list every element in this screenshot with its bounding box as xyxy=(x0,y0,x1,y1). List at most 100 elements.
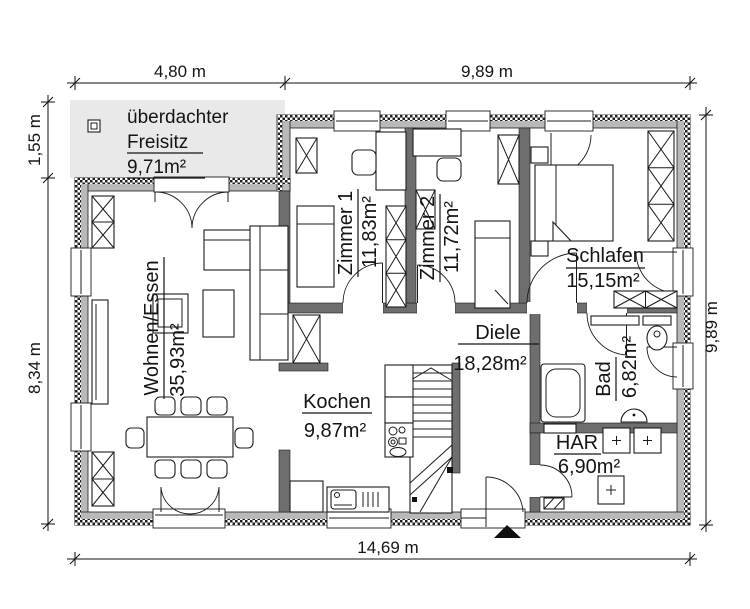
furniture-har xyxy=(543,423,662,510)
kochen-area: 9,87m² xyxy=(304,420,367,442)
chair-zimmer2 xyxy=(436,157,462,182)
sofa-short xyxy=(203,229,253,271)
door-zimmer1 xyxy=(342,262,383,314)
wardrobe-zimmer1-corner xyxy=(295,137,318,174)
furniture-zimmer1 xyxy=(295,131,407,308)
bad-name: Bad xyxy=(593,361,615,397)
doors-interior xyxy=(342,252,627,498)
tv-sideboard xyxy=(91,299,109,405)
dim-left: 1,55 m 8,34 m xyxy=(25,95,55,531)
wardrobe-zimmer2-small xyxy=(415,189,436,230)
freisitz-column xyxy=(87,119,101,133)
toilet-bowl xyxy=(646,325,668,351)
dim-top: 4,80 m 9,89 m xyxy=(67,62,697,90)
dim-left-upper-label: 1,55 m xyxy=(25,114,44,166)
door-entrance xyxy=(460,476,526,529)
furniture-wohnen xyxy=(91,195,289,507)
room-label-diele: Diele 18,28m² xyxy=(453,322,539,375)
zimmer1-name: Zimmer 1 xyxy=(335,191,357,275)
radiator xyxy=(590,315,640,326)
kitchen-tall-unit-1 xyxy=(384,364,414,398)
dim-bottom-label: 14,69 m xyxy=(357,538,418,557)
room-label-zimmer1: Zimmer 1 11,83m² xyxy=(335,189,381,277)
har-name: HAR xyxy=(556,432,598,454)
diele-name: Diele xyxy=(475,322,521,344)
stairs xyxy=(409,364,453,514)
dining-table xyxy=(146,416,234,458)
door-schlafen xyxy=(526,252,577,314)
wardrobe-schlafen-right xyxy=(647,130,675,242)
window-zimmer1 xyxy=(333,110,381,132)
furniture-zimmer2 xyxy=(412,128,520,309)
room-labels: überdachter Freisitz 9,71m² Wohnen/Essen… xyxy=(127,107,645,478)
dim-bottom: 14,69 m xyxy=(67,538,697,566)
schlafen-area: 15,15m² xyxy=(566,270,640,292)
coffee-table xyxy=(202,289,235,338)
wardrobe-zimmer2-top xyxy=(497,134,520,185)
diele-area: 18,28m² xyxy=(453,353,527,375)
bed-zimmer2 xyxy=(474,220,511,309)
window-living-lower xyxy=(70,402,92,452)
window-schlafen-right xyxy=(635,247,694,297)
room-label-zimmer2: Zimmer 2 11,72m² xyxy=(417,194,463,282)
bathtub xyxy=(540,363,586,423)
wardrobe-schlafen-bottom xyxy=(613,290,678,309)
sofa-long xyxy=(249,225,289,361)
toilet-tank xyxy=(642,315,672,326)
bed-zimmer1 xyxy=(296,205,335,288)
window-zimmer2 xyxy=(445,110,491,132)
freisitz-name: Freisitz xyxy=(127,132,188,153)
dim-top-left-label: 4,80 m xyxy=(154,62,206,81)
door-har xyxy=(529,464,573,498)
room-label-har: HAR 6,90m² xyxy=(554,432,620,478)
room-label-wohnen-essen: Wohnen/Essen 35,93m² xyxy=(141,257,189,399)
door-terrace-double xyxy=(152,486,226,529)
entrance-marker-icon xyxy=(494,525,521,538)
dim-left-lower-label: 8,34 m xyxy=(25,342,44,394)
door-zimmer2 xyxy=(417,264,456,314)
kitchen-sink-basin xyxy=(330,489,357,510)
dimension-lines: 4,80 m 9,89 m 1,55 m 8,34 m 9,89 m 14,69… xyxy=(25,62,721,566)
schlafen-name: Schlafen xyxy=(566,245,644,267)
windows xyxy=(70,110,694,529)
room-label-schlafen: Schlafen 15,15m² xyxy=(566,245,645,292)
kitchen-tall-unit-2 xyxy=(384,396,414,424)
hall-cabinet xyxy=(292,314,321,364)
zimmer2-name: Zimmer 2 xyxy=(417,196,439,280)
double-bed xyxy=(534,164,614,242)
kitchen-corner-unit xyxy=(289,480,324,513)
zimmer2-area: 11,72m² xyxy=(441,201,463,273)
har-heater xyxy=(543,497,565,510)
washer xyxy=(602,427,631,454)
har-appliance xyxy=(597,475,625,505)
wardrobe-wohnen-top xyxy=(91,195,115,249)
nightstand-1 xyxy=(530,146,549,164)
doors-exterior xyxy=(152,176,526,538)
dining-chairs xyxy=(125,396,254,479)
freisitz-area: 9,71m² xyxy=(127,157,186,178)
furniture-kochen xyxy=(289,364,414,513)
room-label-freisitz: überdachter Freisitz 9,71m² xyxy=(127,107,229,179)
bad-area: 6,82m² xyxy=(619,336,641,399)
dim-right: 9,89 m xyxy=(699,107,721,532)
furniture-bad xyxy=(540,315,672,423)
wohnen-name: Wohnen/Essen xyxy=(141,260,163,395)
door-freisitz-double xyxy=(153,176,230,229)
desk-zimmer2 xyxy=(412,128,462,157)
nightstand-2 xyxy=(530,240,549,257)
window-living-upper xyxy=(70,247,92,297)
furniture-schlafen xyxy=(530,130,678,309)
wardrobe-zimmer1-tall xyxy=(385,205,407,308)
har-shelf xyxy=(543,423,577,434)
room-label-kochen: Kochen 9,87m² xyxy=(302,391,372,442)
dim-top-right-label: 9,89 m xyxy=(461,62,513,81)
bed-pillow xyxy=(552,220,573,242)
window-door-bad-right xyxy=(646,342,694,390)
chair-zimmer1 xyxy=(351,149,377,176)
har-area: 6,90m² xyxy=(558,456,621,478)
zimmer1-area: 11,83m² xyxy=(359,196,381,268)
window-door-schlafen-top xyxy=(544,110,594,176)
wohnen-area: 35,93m² xyxy=(167,323,189,397)
